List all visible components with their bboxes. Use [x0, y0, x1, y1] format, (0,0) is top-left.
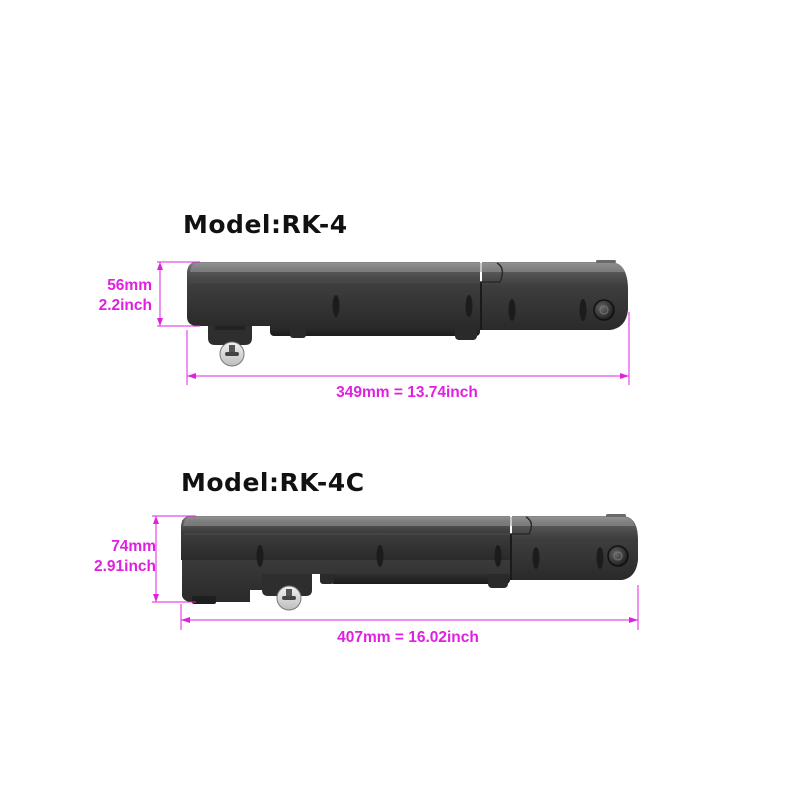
power-button-icon — [607, 545, 629, 567]
key-lock-icon — [276, 585, 302, 611]
height-mm-rk4: 56mm — [107, 277, 152, 294]
power-button-icon — [593, 299, 615, 321]
key-lock-icon — [219, 341, 245, 367]
length-rk4: 349mm = 13.74inch — [336, 384, 478, 401]
model-title-rk4c: Model:RK-4C — [181, 468, 365, 497]
height-inch-rk4c: 2.91inch — [93, 558, 156, 575]
length-rk4c: 407mm = 16.02inch — [337, 629, 479, 646]
height-mm-rk4c: 74mm — [111, 538, 156, 555]
model-title-rk4: Model:RK-4 — [183, 210, 348, 239]
battery-rk4c-drawing — [181, 514, 638, 611]
dimension-lines — [152, 261, 639, 630]
height-inch-rk4: 2.2inch — [98, 297, 152, 314]
battery-rk4-drawing — [187, 260, 628, 367]
